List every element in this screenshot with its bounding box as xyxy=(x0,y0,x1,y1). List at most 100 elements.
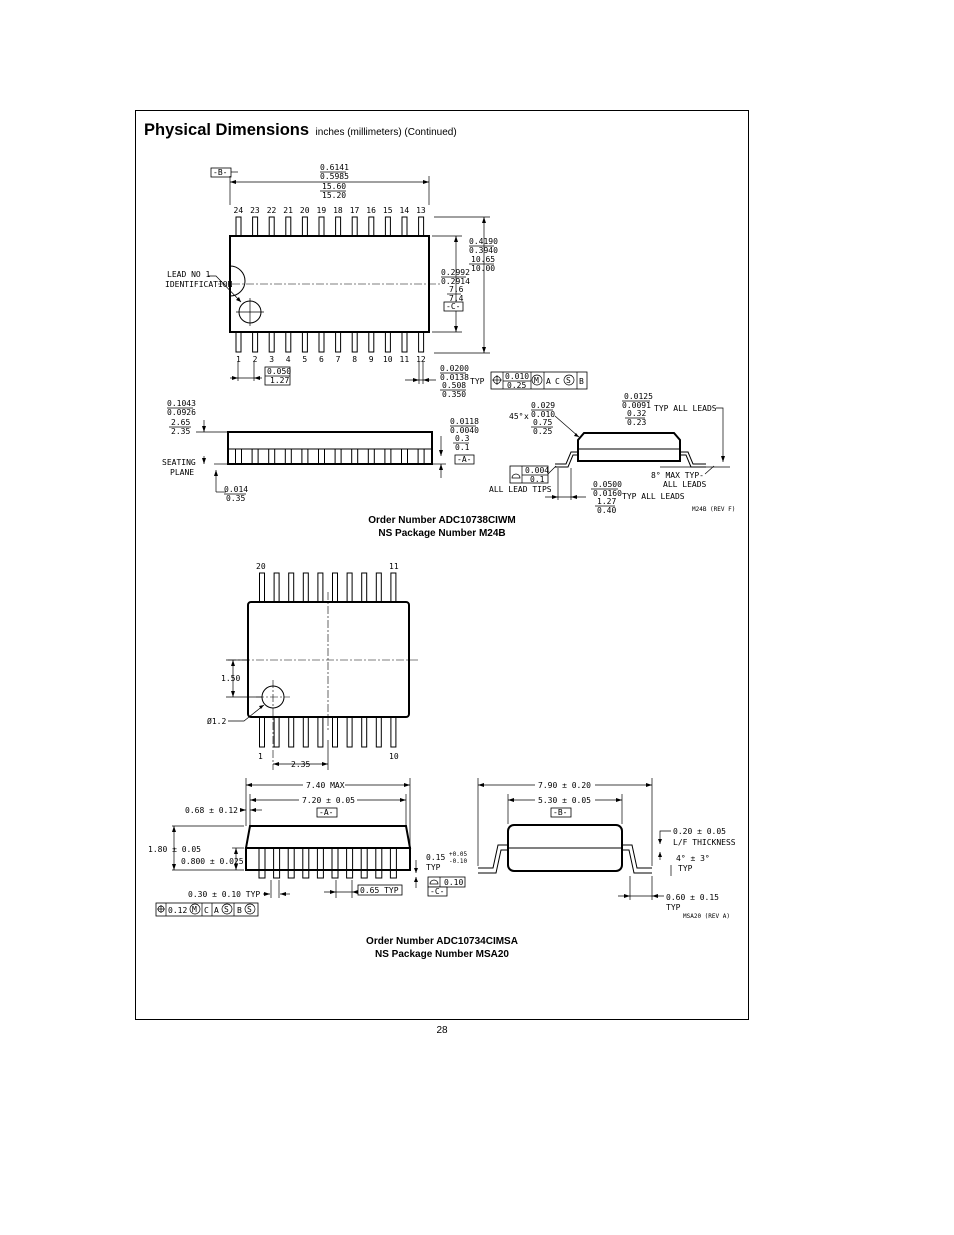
m24b-pin-number: 4 xyxy=(286,355,291,364)
m24b-lead xyxy=(368,216,375,237)
msa20-datum-b: -B- xyxy=(553,808,567,817)
m24b-pin-number: 22 xyxy=(267,206,277,215)
m24b-foot-in-max: 0.0500 xyxy=(593,480,622,489)
msa20-overall-w: 7.90 ± 0.20 xyxy=(538,781,591,790)
msa20-lead xyxy=(361,716,368,748)
m24b-pitch-mm: 1.27 xyxy=(270,376,289,385)
m24b-lead xyxy=(401,216,408,237)
m24b-rev: M24B (REV F) xyxy=(692,506,735,513)
msa20-tol-m: M xyxy=(192,905,197,914)
msa20-lead xyxy=(317,716,324,748)
m24b-pin-number: 17 xyxy=(350,206,360,215)
msa20-dim-dia: Ø1.2 xyxy=(207,716,226,726)
m24b-length-in-max: 0.6141 xyxy=(320,163,349,172)
section-heading: Physical Dimensions inches (millimeters)… xyxy=(144,121,457,140)
m24b-lead xyxy=(301,331,308,353)
msa20-side-lead xyxy=(375,847,383,879)
msa20-lead xyxy=(361,572,368,603)
msa20-pin-20: 20 xyxy=(256,562,266,571)
m24b-lead xyxy=(351,331,358,353)
m24b-tol-b: B xyxy=(579,377,584,386)
m24b-body-in-min: 0.2914 xyxy=(441,277,470,286)
m24b-pin-number: 23 xyxy=(250,206,260,215)
msa20-lead xyxy=(259,716,265,748)
msa20-foot: 0.60 ± 0.15 xyxy=(666,893,719,902)
m24b-angle-typ: 8° MAX TYP- xyxy=(651,471,704,480)
m24b-chamfer-mm-min: 0.25 xyxy=(533,427,552,436)
m24b-cop-mm: 0.1 xyxy=(530,475,545,484)
m24b-thick-mm-max: 0.32 xyxy=(627,409,646,418)
msa20-lead xyxy=(317,572,324,603)
m24b-lead xyxy=(285,216,292,237)
section-title: Physical Dimensions xyxy=(144,121,310,139)
m24b-lead xyxy=(285,331,292,353)
m24b-body-in-max: 0.2992 xyxy=(441,268,470,277)
m24b-pin-number: 21 xyxy=(283,206,293,215)
m24b-all-lead-tips: ALL LEAD TIPS xyxy=(489,485,552,494)
m24b-top-leads xyxy=(235,216,425,237)
m24b-lead-id-line2: IDENTIFICATION xyxy=(165,280,233,289)
m24b-standoff-mm-min: 0.1 xyxy=(455,443,470,452)
m24b-standoff-mm-max: 0.3 xyxy=(455,434,470,443)
m24b-chamfer-angle: 45° xyxy=(509,412,523,421)
msa20-lead xyxy=(332,716,338,748)
msa20-lead xyxy=(273,572,280,603)
m24b-pin-number: 5 xyxy=(302,355,307,364)
m24b-pin-number: 3 xyxy=(269,355,274,364)
m24b-side-lead xyxy=(417,448,425,465)
msa20-lead xyxy=(302,716,309,748)
msa20-caption: Order Number ADC10734CIMSA NS Package Nu… xyxy=(292,935,592,961)
msa20-rev: MSA20 (REV A) xyxy=(683,913,730,920)
m24b-thick-mm-min: 0.23 xyxy=(627,418,646,427)
msa20-side-lead xyxy=(258,847,266,879)
m24b-seating-line1: SEATING xyxy=(162,458,196,467)
msa20-side-view: 7.40 MAX 7.20 ± 0.05 -A- 0.68 ± 0.12 1.8… xyxy=(148,778,467,917)
m24b-leadw-mm-min: 0.350 xyxy=(442,390,466,399)
m24b-tol-mm: 0.25 xyxy=(507,381,526,390)
msa20-body-w: 5.30 ± 0.05 xyxy=(538,796,591,805)
msa20-top-leads xyxy=(259,572,397,603)
m24b-length-in-min: 0.5985 xyxy=(320,172,349,181)
m24b-typ-label: TYP xyxy=(470,377,485,386)
msa20-lead-th-plus: +0.05 xyxy=(449,851,467,858)
msa20-side-body-top xyxy=(244,825,412,849)
m24b-side-lead xyxy=(268,448,276,465)
msa20-lead xyxy=(346,716,353,748)
m24b-pin-number: 16 xyxy=(366,206,376,215)
m24b-tol-s: S xyxy=(566,376,571,385)
m24b-typ-all-leads-2: TYP ALL LEADS xyxy=(622,492,685,501)
m24b-side-lead xyxy=(351,448,359,465)
msa20-side-leads xyxy=(258,847,397,879)
m24b-pin-number: 24 xyxy=(234,206,244,215)
m24b-pin-number: 11 xyxy=(400,355,410,364)
m24b-lead xyxy=(384,331,391,353)
m24b-lead xyxy=(235,216,242,237)
msa20-lead xyxy=(259,572,265,603)
msa20-side-body-bottom xyxy=(245,847,411,871)
msa20-lead xyxy=(302,572,309,603)
msa20-angle: 4° ± 3° xyxy=(676,854,710,863)
m24b-chamfer-mm-max: 0.75 xyxy=(533,418,552,427)
m24b-seat-mm: 0.35 xyxy=(226,494,245,503)
m24b-lead xyxy=(368,331,375,353)
m24b-lead xyxy=(401,331,408,353)
m24b-lead xyxy=(335,216,342,237)
m24b-thick-in-min: 0.0091 xyxy=(622,401,651,410)
msa20-typ-angle: TYP xyxy=(678,864,693,873)
m24b-tol-a: A xyxy=(546,377,551,386)
m24b-chamfer-in-max: 0.029 xyxy=(531,401,555,410)
msa20-dim-235: 2.35 xyxy=(291,760,310,769)
m24b-datum-c: -C- xyxy=(446,302,460,311)
msa20-tol: 0.12 xyxy=(168,906,187,915)
msa20-tolerance-frame: 0.12 M C A S B S xyxy=(155,902,259,917)
msa20-side-lead xyxy=(346,847,354,879)
msa20-pin-11: 11 xyxy=(389,562,399,571)
msa20-lead-th-minus: -0.10 xyxy=(449,858,467,865)
msa20-lead xyxy=(332,572,338,603)
m24b-length-mm-min: 15.20 xyxy=(322,191,346,200)
m24b-pin-number: 14 xyxy=(400,206,410,215)
msa20-side-lead xyxy=(287,847,295,879)
msa20-top-view: 20 11 1 10 1.50 Ø1.2 2.35 xyxy=(207,562,420,770)
